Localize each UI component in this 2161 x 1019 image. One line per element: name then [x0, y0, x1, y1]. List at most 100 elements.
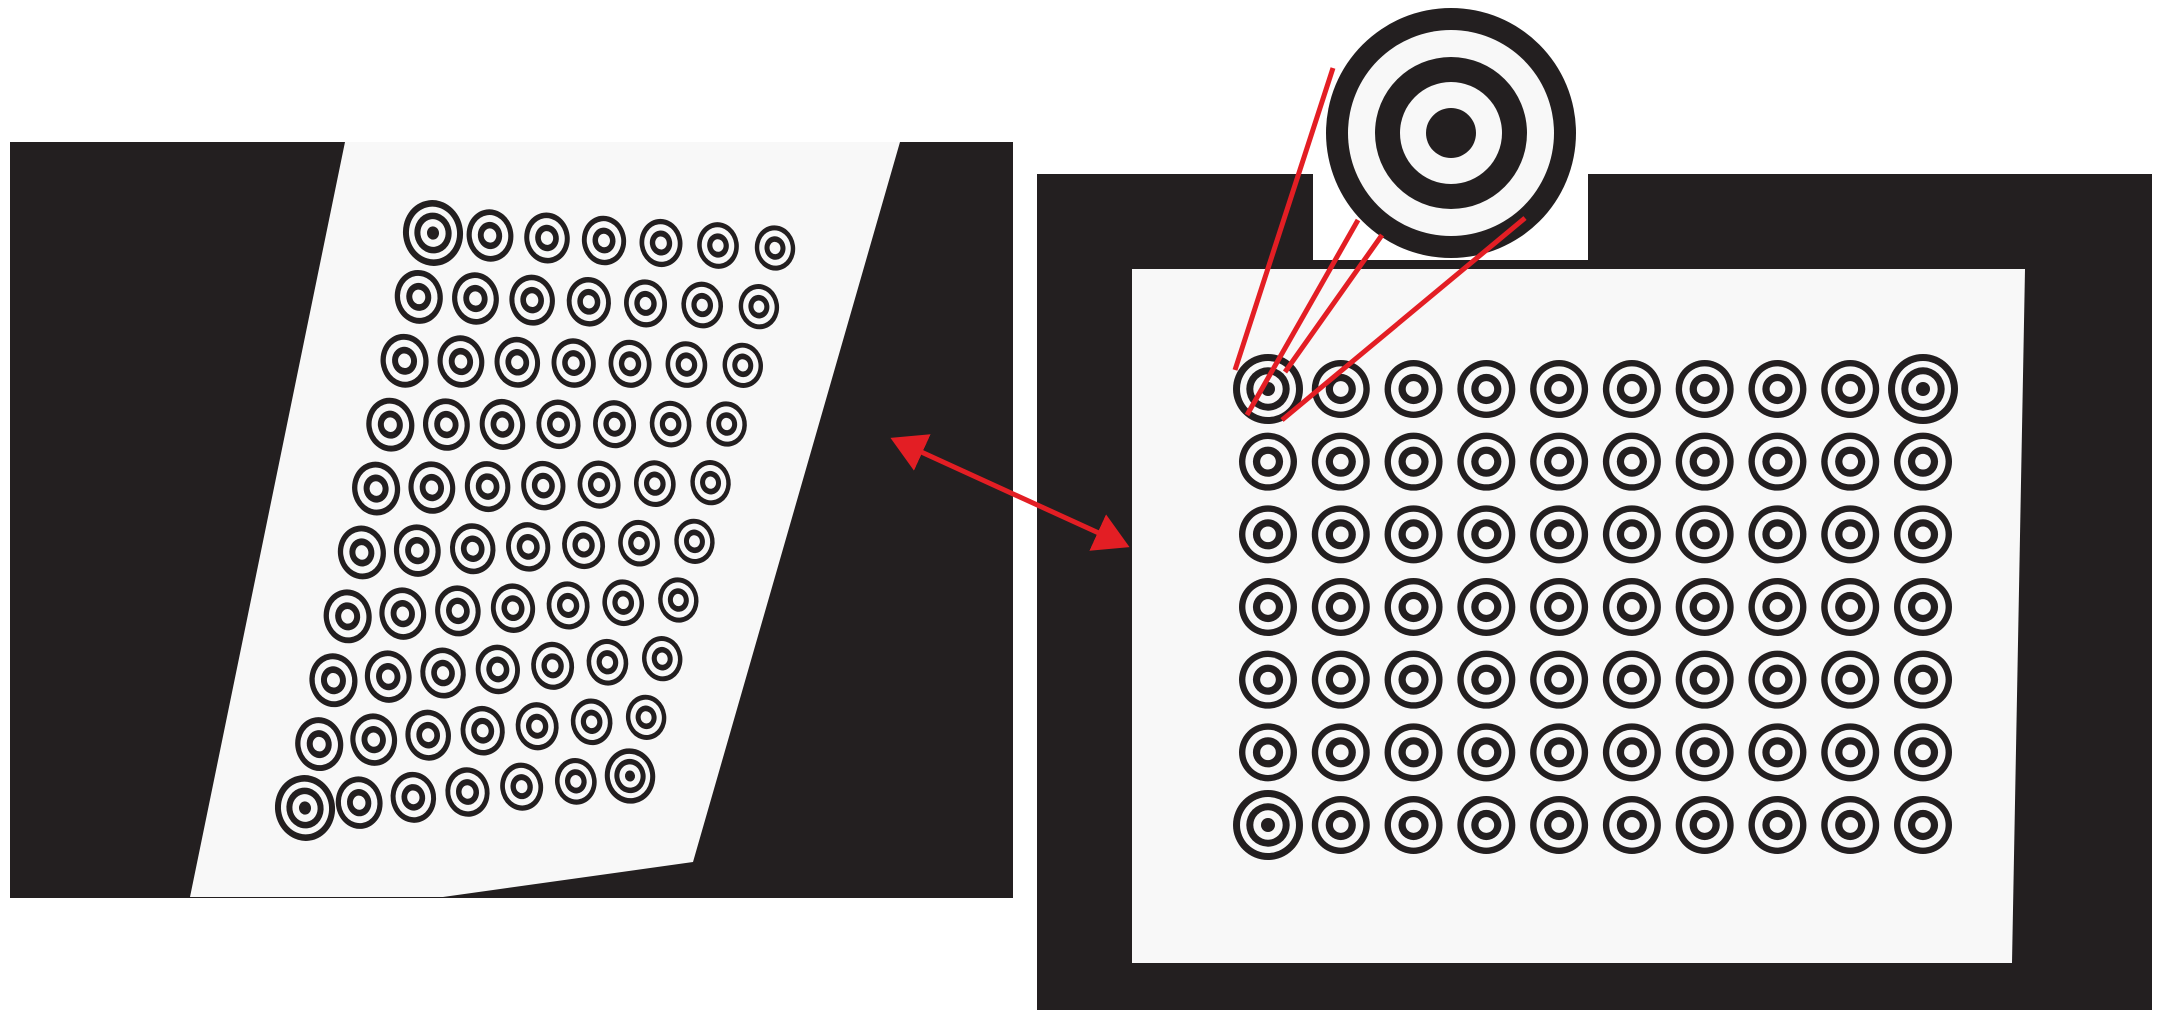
- right-target: [1239, 432, 1297, 491]
- right-target: [1311, 360, 1370, 418]
- left-target: [394, 269, 443, 324]
- right-target: [1602, 723, 1661, 782]
- right-target: [1384, 578, 1443, 636]
- left-target: [562, 520, 606, 570]
- left-target: [577, 460, 621, 509]
- left-target: [445, 767, 490, 817]
- right-target: [1748, 578, 1807, 636]
- right-target: [1821, 505, 1880, 564]
- right-target: [1530, 432, 1589, 491]
- left-target: [754, 225, 796, 271]
- right-target: [1311, 650, 1370, 709]
- right-target: [1602, 650, 1661, 709]
- right-target: [1384, 723, 1443, 782]
- left-target: [738, 284, 780, 330]
- left-target: [722, 342, 763, 388]
- right-target: [1748, 432, 1807, 491]
- right-target: [1311, 432, 1370, 491]
- right-target: [1675, 432, 1734, 491]
- right-target: [1457, 505, 1516, 564]
- right-target: [1530, 360, 1589, 418]
- left-target: [649, 400, 692, 448]
- zoom-line-4: [1280, 216, 1527, 422]
- left-target: [435, 585, 481, 637]
- right-target: [1457, 360, 1516, 418]
- left-target: [337, 525, 386, 580]
- left-target: [515, 702, 559, 751]
- right-target: [1457, 432, 1516, 491]
- left-target: [350, 713, 398, 766]
- left-target: [366, 397, 415, 452]
- left-target: [639, 218, 683, 268]
- left-target: [309, 653, 358, 708]
- left-target: [604, 748, 656, 804]
- left-target: [624, 279, 668, 328]
- left-target: [408, 461, 456, 514]
- right-target: [1457, 796, 1516, 854]
- right-target: [1530, 505, 1589, 564]
- right-target: [1384, 505, 1443, 564]
- left-target: [364, 650, 412, 703]
- right-target: [1894, 723, 1952, 782]
- left-target: [602, 579, 645, 627]
- left-target: [531, 641, 575, 690]
- left-target: [405, 709, 451, 761]
- right-target: [1530, 723, 1589, 782]
- left-target: [546, 581, 590, 630]
- right-target: [1888, 354, 1958, 424]
- right-target: [1384, 432, 1443, 491]
- right-target: [1239, 505, 1297, 564]
- zoom-inset: [1313, 0, 1588, 260]
- right-target: [1384, 796, 1443, 854]
- left-target: [500, 762, 544, 811]
- left-target: [402, 200, 464, 266]
- right-target: [1821, 723, 1880, 782]
- right-target: [1821, 650, 1880, 709]
- left-target: [633, 460, 676, 508]
- right-target: [1675, 650, 1734, 709]
- left-target: [393, 524, 441, 577]
- left-target: [570, 698, 613, 746]
- zoom-line-1: [1232, 67, 1336, 371]
- right-panel: [1037, 174, 2152, 1010]
- right-target: [1748, 723, 1807, 782]
- right-target: [1748, 796, 1807, 854]
- magnified-target: [1326, 8, 1576, 258]
- left-target: [566, 276, 611, 327]
- left-target: [490, 583, 536, 633]
- left-target: [521, 460, 566, 511]
- right-target: [1602, 360, 1661, 418]
- right-target: [1233, 790, 1303, 860]
- right-target: [1457, 650, 1516, 709]
- left-target: [494, 336, 541, 388]
- left-target: [335, 776, 383, 829]
- left-target: [524, 212, 570, 264]
- left-target: [642, 636, 683, 682]
- right-target: [1602, 796, 1661, 854]
- right-target: [1894, 650, 1952, 709]
- right-target: [1530, 796, 1589, 854]
- left-target: [593, 400, 637, 449]
- left-target: [437, 335, 485, 388]
- right-target: [1821, 432, 1880, 491]
- right-target: [1239, 723, 1297, 782]
- left-target: [665, 341, 708, 388]
- left-target: [380, 333, 429, 388]
- right-target: [1748, 505, 1807, 564]
- right-target: [1675, 578, 1734, 636]
- left-target: [479, 398, 526, 450]
- left-target-grid: [274, 200, 796, 841]
- left-target: [690, 460, 731, 506]
- right-target: [1894, 578, 1952, 636]
- right-target: [1602, 432, 1661, 491]
- left-target: [323, 589, 372, 644]
- left-panel: [10, 142, 1013, 898]
- right-target: [1675, 796, 1734, 854]
- right-target: [1602, 505, 1661, 564]
- left-target: [352, 461, 401, 516]
- left-target: [586, 638, 629, 686]
- right-target: [1530, 578, 1589, 636]
- left-target: [554, 757, 597, 805]
- right-target: [1311, 505, 1370, 564]
- right-target: [1894, 505, 1952, 564]
